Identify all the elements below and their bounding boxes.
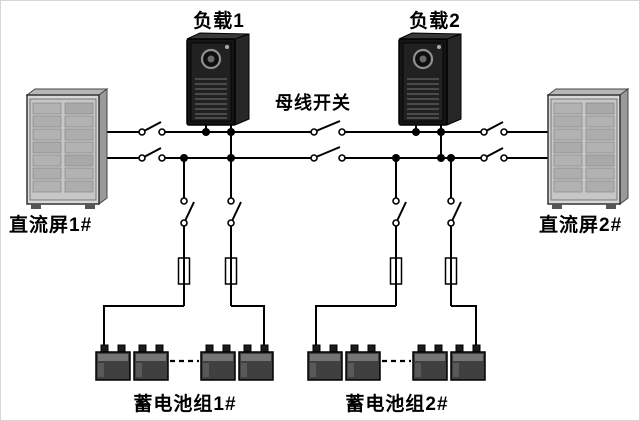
junction-dots	[202, 128, 445, 162]
switch-symbol-icon-left-upper	[138, 121, 166, 136]
dc-panel1-label: 直流屏1#	[9, 215, 93, 236]
load2-label: 负载2	[409, 11, 461, 32]
battery-group2-label: 蓄电池组2#	[345, 394, 449, 415]
battery-icon	[345, 344, 381, 381]
dc-cabinet-icon-1	[26, 88, 108, 210]
dc-panel2-label: 直流屏2#	[539, 215, 623, 236]
junction-dot	[227, 128, 235, 136]
battery-branch-1-left	[177, 153, 195, 307]
battery-group-1	[95, 344, 274, 381]
battery-branch-1-right	[224, 153, 242, 307]
battery-icon	[307, 344, 343, 381]
battery-branch-2-right	[444, 153, 462, 307]
junction-dot	[437, 154, 445, 162]
battery-icon	[238, 344, 274, 381]
bus-tie-switch-lower	[310, 146, 346, 162]
battery-group1-label: 蓄电池组1#	[133, 394, 237, 415]
bus-tie-switch-upper	[310, 120, 346, 136]
junction-dot	[202, 128, 210, 136]
server-tower-icon-2	[397, 31, 463, 127]
battery-icon	[412, 344, 448, 381]
battery-wire-brackets	[103, 305, 477, 345]
battery-icon	[133, 344, 169, 381]
dc-cabinet-icon-2	[547, 88, 629, 210]
battery-branch-2-left	[389, 153, 407, 307]
battery-icon	[450, 344, 486, 381]
junction-dot	[437, 128, 445, 136]
server-tower-icon-1	[185, 31, 251, 127]
battery-icon	[95, 344, 131, 381]
switch-symbol-icon-left-lower	[138, 147, 166, 162]
junction-dot	[412, 128, 420, 136]
battery-icon	[200, 344, 236, 381]
battery-group-2	[307, 344, 486, 381]
bus-switch-label: 母线开关	[275, 93, 351, 113]
load1-label: 负载1	[193, 11, 245, 32]
switch-symbol-icon-right-lower	[480, 147, 508, 162]
switch-symbol-icon-right-upper	[480, 121, 508, 136]
